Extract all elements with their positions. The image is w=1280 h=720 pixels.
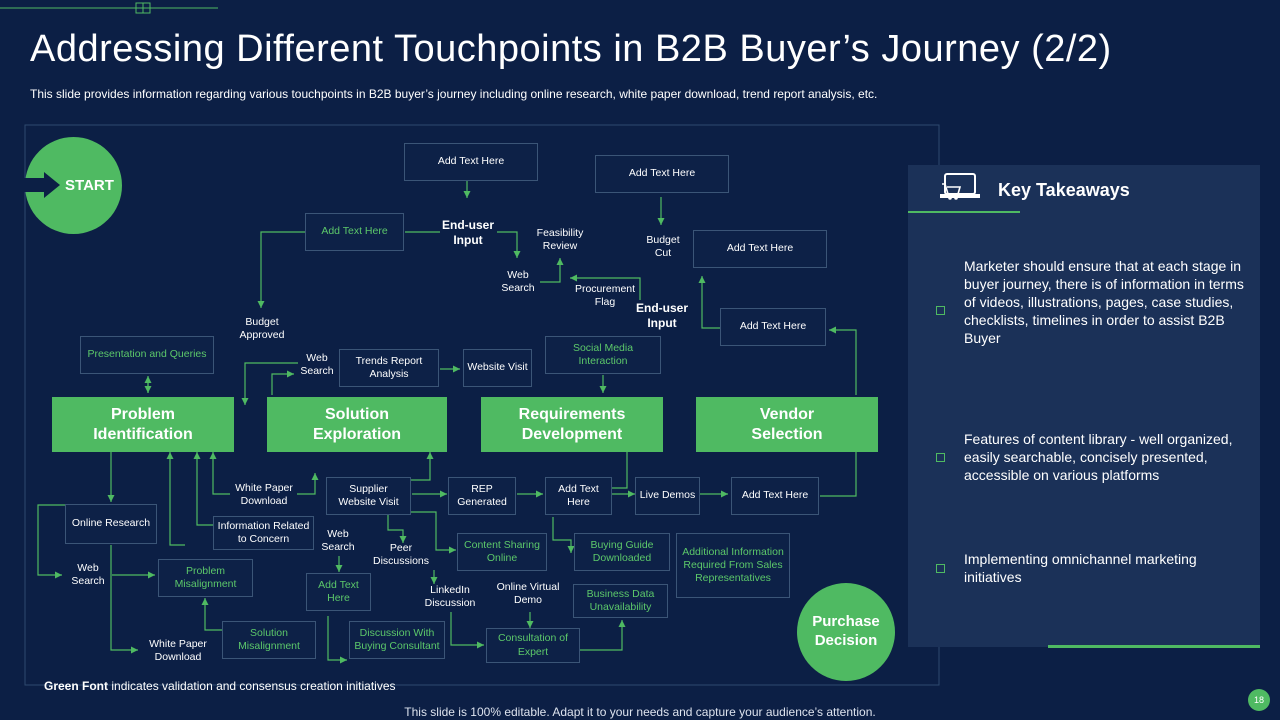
panel-bottom-accent	[1048, 645, 1260, 648]
info-related-box: Information Related to Concern	[213, 516, 314, 550]
trends-report-box: Trends Report Analysis	[339, 349, 439, 387]
web-search-low: Web Search	[321, 528, 355, 554]
add-text-box-right1: Add Text Here	[693, 230, 827, 268]
problem-misalignment-box: Problem Misalignment	[158, 559, 253, 597]
enduser-input-2: End-user Input	[635, 301, 688, 330]
add-text-box-top2: Add Text Here	[595, 155, 729, 193]
page-title: Addressing Different Touchpoints in B2B …	[30, 28, 1112, 70]
linkedin-discussion: LinkedIn Discussion	[424, 584, 476, 610]
stage-requirements-development: Requirements Development	[481, 397, 663, 452]
takeaway-bullet-2	[936, 453, 945, 462]
add-text-box-low: Add Text Here	[306, 573, 371, 611]
footer-note: This slide is 100% editable. Adapt it to…	[404, 705, 876, 719]
buying-guide-box: Buying Guide Downloaded	[574, 533, 670, 571]
presentation-queries-box: Presentation and Queries	[80, 336, 214, 374]
legend-text: indicates validation and consensus creat…	[108, 679, 396, 693]
live-demos-box: Live Demos	[635, 477, 700, 515]
business-data-box: Business Data Unavailability	[573, 584, 668, 618]
legend-bold: Green Font	[44, 679, 109, 693]
feasibility-review: Feasibility Review	[536, 227, 584, 253]
takeaway-item-2: Features of content library - well organ…	[964, 431, 1233, 483]
add-text-box-mid2: Add Text Here	[731, 477, 819, 515]
add-text-box-right2: Add Text Here	[720, 308, 826, 346]
peer-discussions: Peer Discussions	[372, 542, 430, 568]
add-text-box-mid: Add Text Here	[545, 477, 612, 515]
page-subtitle: This slide provides information regardin…	[30, 87, 878, 101]
key-takeaways-panel	[908, 165, 1260, 647]
content-sharing-box: Content Sharing Online	[457, 533, 547, 571]
top-decor-line	[0, 2, 218, 14]
web-search-left: Web Search	[71, 562, 105, 588]
social-media-box: Social Media Interaction	[545, 336, 661, 374]
consultation-expert-box: Consultation of Expert	[486, 628, 580, 663]
start-label: START	[65, 177, 114, 194]
white-paper-download-2: White Paper Download	[149, 638, 207, 664]
start-arrow-icon	[22, 172, 60, 198]
online-virtual-demo: Online Virtual Demo	[496, 581, 560, 607]
solution-misalignment-box: Solution Misalignment	[222, 621, 316, 659]
white-paper-download-1: White Paper Download	[235, 482, 293, 508]
budget-cut: Budget Cut	[646, 234, 680, 260]
stage-solution-exploration: Solution Exploration	[267, 397, 447, 452]
rep-generated-box: REP Generated	[448, 477, 516, 515]
budget-approved: Budget Approved	[239, 316, 285, 342]
add-text-box-top: Add Text Here	[404, 143, 538, 181]
website-visit-box: Website Visit	[463, 349, 532, 387]
purchase-decision-circle: Purchase Decision	[797, 583, 895, 681]
takeaway-bullet-3	[936, 564, 945, 573]
procurement-flag: Procurement Flag	[574, 283, 636, 309]
stage-problem-identification: Problem Identification	[52, 397, 234, 452]
add-text-box-green: Add Text Here	[305, 213, 404, 251]
discussion-consultant-box: Discussion With Buying Consultant	[349, 621, 445, 659]
key-takeaways-underline	[908, 211, 1020, 213]
online-research-box: Online Research	[65, 504, 157, 544]
page-number: 18	[1248, 689, 1270, 711]
takeaway-item-1: Marketer should ensure that at each stag…	[964, 258, 1244, 346]
web-search-mid: Web Search	[300, 352, 334, 378]
legend-note: Green Font indicates validation and cons…	[44, 679, 396, 693]
key-takeaways-title: Key Takeaways	[998, 180, 1130, 200]
supplier-website-box: Supplier Website Visit	[326, 477, 411, 515]
takeaway-bullet-1	[936, 306, 945, 315]
additional-info-box: Additional Information Required From Sal…	[676, 533, 790, 598]
web-search-top: Web Search	[501, 269, 535, 295]
enduser-input-1: End-user Input	[441, 218, 494, 247]
laptop-cart-icon	[940, 173, 980, 200]
stage-vendor-selection: Vendor Selection	[696, 397, 878, 452]
takeaway-item-3: Implementing omnichannel marketing initi…	[964, 551, 1197, 585]
